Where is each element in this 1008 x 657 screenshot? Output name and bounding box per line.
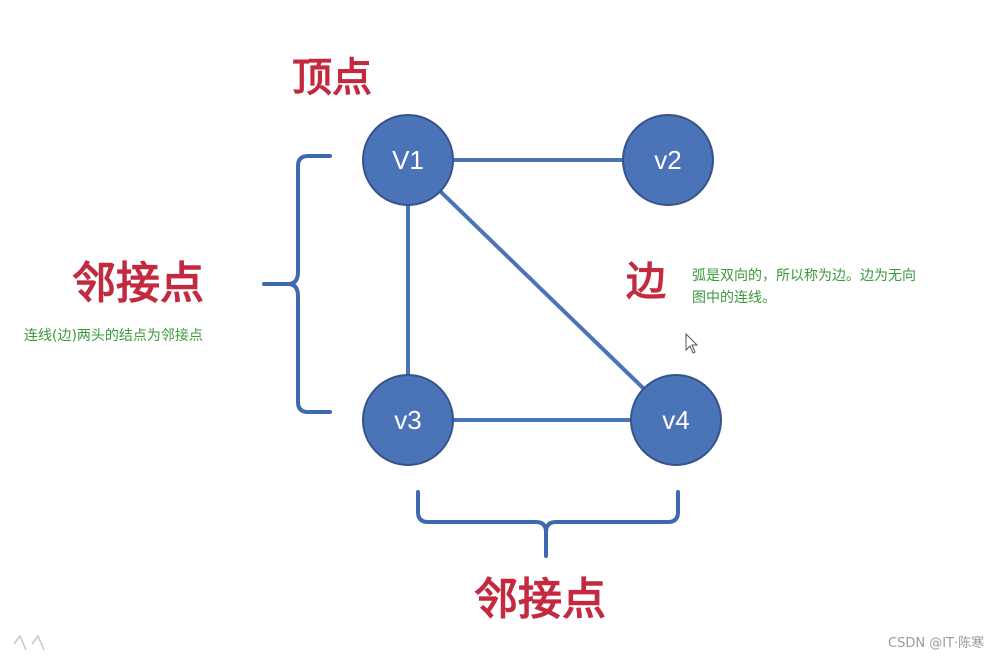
adjacent-note: 连线(边)两头的结点为邻接点 bbox=[24, 328, 203, 344]
node-v3: v3 bbox=[362, 374, 454, 466]
bottom-bracket bbox=[416, 490, 680, 558]
node-label-v4: v4 bbox=[662, 405, 689, 435]
node-label-v1: V1 bbox=[392, 145, 424, 175]
left-bracket bbox=[262, 154, 332, 414]
node-circle-v2 bbox=[622, 114, 714, 206]
edge-note-line2: 图中的连线。 bbox=[692, 290, 776, 306]
vertex-label: 顶点 bbox=[292, 55, 372, 101]
corner-mark-icon bbox=[13, 634, 45, 651]
edge-label: 边 bbox=[626, 259, 666, 305]
node-v4: v4 bbox=[630, 374, 722, 466]
node-circle-v3 bbox=[362, 374, 454, 466]
cursor-arrow-icon bbox=[685, 332, 699, 354]
watermark: CSDN @IT·陈寒 bbox=[888, 636, 985, 651]
node-v2: v2 bbox=[622, 114, 714, 206]
adjacent-left-label: 邻接点 bbox=[72, 258, 204, 309]
adjacent-bottom-label: 邻接点 bbox=[474, 574, 606, 625]
edge-note-line1: 弧是双向的，所以称为边。边为无向 bbox=[692, 268, 916, 284]
node-v1: V1 bbox=[362, 114, 454, 206]
node-circle-v1 bbox=[362, 114, 454, 206]
edge-v1-v4 bbox=[406, 158, 678, 422]
node-label-v2: v2 bbox=[654, 145, 681, 175]
node-label-v3: v3 bbox=[394, 405, 421, 435]
node-circle-v4 bbox=[630, 374, 722, 466]
